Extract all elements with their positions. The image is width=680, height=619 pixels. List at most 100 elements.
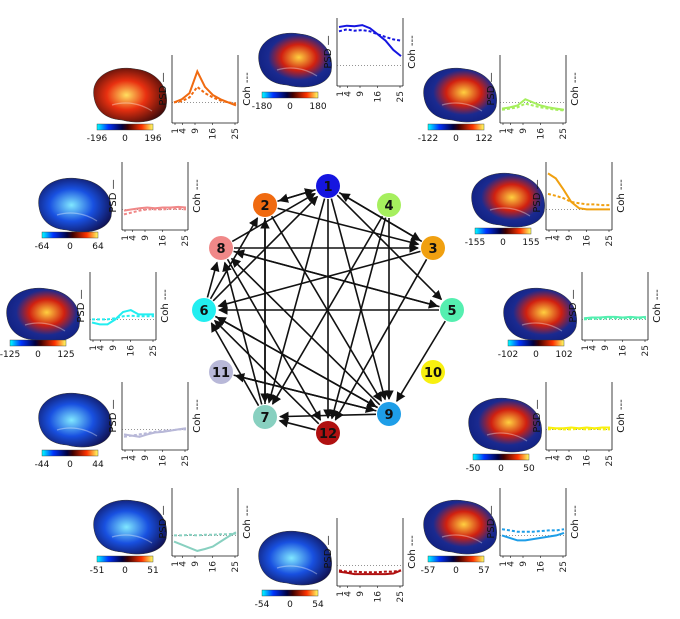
node-11[interactable]: 11 [209, 360, 233, 384]
x-tick: 9 [191, 128, 201, 134]
coh-line [338, 569, 402, 574]
colorbar-tick: -57 [421, 566, 436, 576]
node-7[interactable]: 7 [253, 405, 277, 429]
x-tick: 25 [231, 561, 241, 572]
node-8[interactable]: 8 [209, 236, 233, 260]
x-tick: 1 [89, 345, 99, 351]
psd-axis-label: PSD — [486, 505, 497, 538]
node-1[interactable]: 1 [316, 174, 340, 198]
node-9[interactable]: 9 [377, 402, 401, 426]
colorbar-tick: 0 [122, 566, 128, 576]
colorbar-tick: 0 [533, 350, 539, 360]
x-tick: 16 [583, 455, 593, 467]
node-circle [316, 174, 340, 198]
node-label: 6 [199, 304, 208, 319]
node-2[interactable]: 2 [253, 193, 277, 217]
colorbar-tick: 57 [478, 566, 489, 576]
node-3[interactable]: 3 [421, 236, 445, 260]
x-tick: 16 [537, 561, 547, 573]
colorbar-tick: -54 [255, 600, 270, 610]
brain-map [423, 67, 497, 123]
node-10[interactable]: 10 [421, 360, 445, 384]
edge-12-6 [213, 319, 320, 425]
x-tick: 9 [191, 561, 201, 567]
x-tick: 4 [129, 235, 139, 241]
coh-axis-label: Coh --- [407, 35, 418, 69]
colorbar-tick: 0 [67, 242, 73, 252]
colorbar-tick: 0 [453, 566, 459, 576]
psd-axis-label: PSD — [532, 399, 543, 432]
colorbar-tick: -180 [252, 102, 273, 112]
coh-line [547, 192, 610, 207]
edge-2-3 [277, 207, 420, 247]
x-tick: 1 [581, 345, 591, 351]
brain-map [38, 177, 112, 233]
brain-map [468, 397, 542, 453]
colorbar-tick: -64 [35, 242, 50, 252]
colorbar-tick: -50 [466, 464, 481, 474]
colorbar-tick: 0 [498, 464, 504, 474]
node-label: 8 [216, 242, 225, 257]
x-tick: 4 [179, 561, 189, 567]
node-5[interactable]: 5 [440, 298, 464, 322]
brain-map [38, 392, 112, 448]
x-tick: 1 [545, 235, 555, 241]
psd-axis-label: PSD — [486, 72, 497, 105]
x-tick: 4 [507, 561, 517, 567]
colorbar-tick: 0 [122, 134, 128, 144]
coh-line [92, 314, 154, 321]
psd-line [338, 24, 402, 57]
psd-line [501, 531, 565, 542]
x-tick: 9 [565, 235, 575, 241]
node-circle [316, 421, 340, 445]
coh-axis-label: Coh --- [192, 179, 203, 213]
brain-map [503, 287, 577, 343]
coh-line [501, 102, 565, 112]
node-circle [377, 402, 401, 426]
x-tick: 16 [209, 128, 219, 140]
x-tick: 9 [519, 561, 529, 567]
coh-axis-label: Coh --- [570, 72, 581, 106]
node-4[interactable]: 4 [377, 193, 401, 217]
x-tick: 16 [537, 128, 547, 140]
colorbar-tick: 125 [57, 350, 74, 360]
edge-12-7 [278, 418, 316, 431]
x-tick: 16 [127, 345, 137, 357]
coh-axis-label: Coh --- [192, 399, 203, 433]
x-tick: 16 [583, 235, 593, 247]
node-12[interactable]: 12 [316, 421, 340, 445]
network-edges [206, 188, 446, 431]
brain-map [93, 67, 167, 123]
node-6[interactable]: 6 [192, 298, 216, 322]
psd-axis-label: PSD — [158, 505, 169, 538]
psd-axis-label: PSD — [532, 179, 543, 212]
x-tick: 16 [209, 561, 219, 573]
edge-9-7 [279, 411, 377, 422]
x-tick: 25 [396, 91, 406, 102]
x-tick: 9 [565, 455, 575, 461]
x-tick: 25 [181, 235, 191, 246]
x-tick: 4 [507, 128, 517, 134]
node-circle [440, 298, 464, 322]
psd-line [91, 309, 154, 326]
x-tick: 25 [641, 345, 651, 356]
node-label: 11 [212, 366, 230, 381]
x-tick: 1 [499, 561, 509, 567]
